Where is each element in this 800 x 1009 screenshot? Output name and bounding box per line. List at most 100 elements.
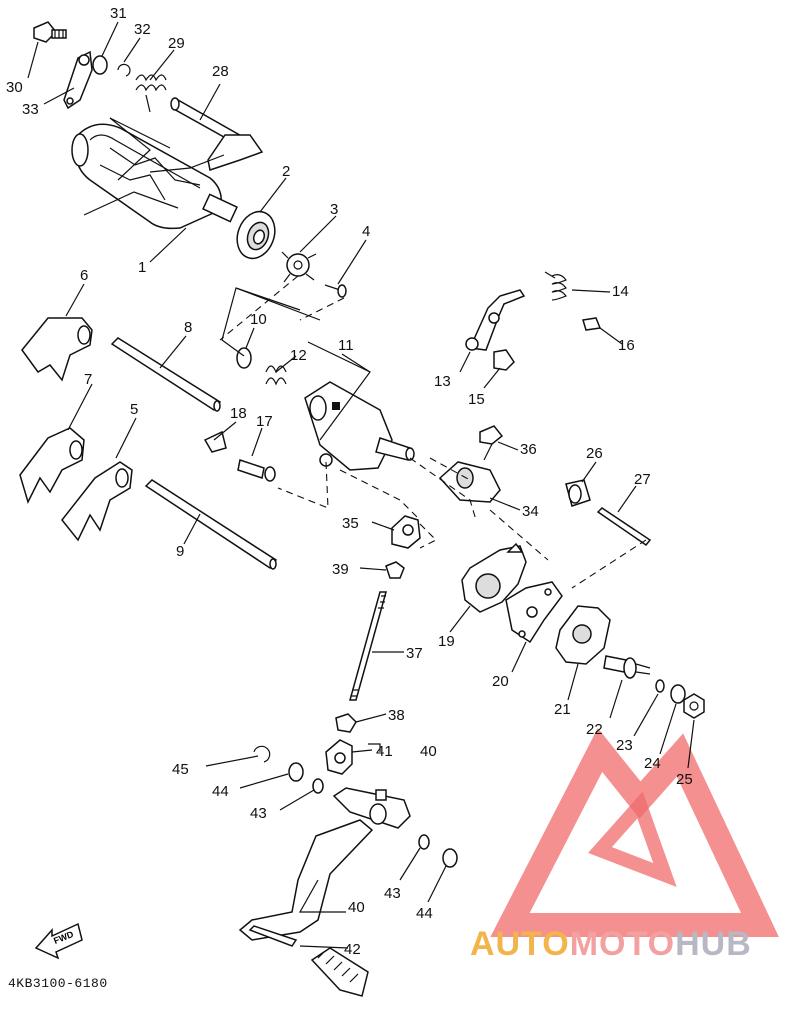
watermark-part-hub: HUB (675, 925, 752, 963)
rod-end-part (325, 739, 353, 775)
callout-6: 6 (80, 267, 88, 284)
callout-42: 42 (344, 941, 361, 958)
callout-15: 15 (468, 391, 485, 408)
clip-part (203, 430, 227, 453)
callout-23: 23 (616, 737, 633, 754)
callout-43-left: 43 (250, 805, 267, 822)
callout-40-lower: 40 (348, 899, 365, 916)
callout-13: 13 (434, 373, 451, 390)
washer-part (418, 834, 430, 850)
callout-19: 19 (438, 633, 455, 650)
washer-part (236, 347, 252, 369)
callout-25: 25 (676, 771, 693, 788)
callout-labels: 30 33 31 32 29 28 2 1 3 4 6 8 10 11 12 7… (6, 5, 693, 958)
stopper-lever-part (465, 289, 526, 351)
shift-pedal-part (238, 787, 411, 947)
pin-part (596, 507, 652, 547)
washer-part (288, 762, 304, 782)
nut-part (683, 693, 705, 719)
pedal-rubber-part (310, 947, 369, 997)
forward-arrow-icon: FWD (34, 922, 83, 960)
segment-part (281, 251, 317, 283)
callout-3: 3 (330, 201, 338, 218)
callout-29: 29 (168, 35, 185, 52)
callout-22: 22 (586, 721, 603, 738)
nut-part (385, 561, 405, 579)
stopper-bolt-part (237, 459, 276, 482)
callout-10: 10 (250, 311, 267, 328)
callout-9: 9 (176, 543, 184, 560)
washer-part (92, 55, 108, 75)
callout-44-right: 44 (416, 905, 433, 922)
pawl-plate-part (505, 581, 563, 644)
collar-part (565, 479, 591, 507)
callout-26: 26 (586, 445, 603, 462)
callout-14: 14 (612, 283, 629, 300)
callout-35: 35 (342, 515, 359, 532)
watermark-text: AUTOMOTOHUB (470, 925, 752, 964)
callout-32: 32 (134, 21, 151, 38)
callout-30: 30 (6, 79, 23, 96)
shift-lever-part (63, 50, 93, 110)
callout-20: 20 (492, 673, 509, 690)
nut-part (335, 713, 357, 733)
assembly-lines (219, 275, 647, 589)
shift-shaft-part (170, 97, 264, 171)
callout-11: 11 (338, 337, 354, 354)
screw-part (324, 284, 347, 298)
callout-12: 12 (290, 347, 307, 364)
shift-cam-part (461, 542, 527, 613)
callout-1: 1 (138, 259, 146, 276)
fork-guide-bar-part (144, 479, 278, 570)
callout-5: 5 (130, 401, 138, 418)
bolt-part (493, 349, 515, 371)
washer-part (442, 848, 458, 868)
circlip-part (253, 745, 271, 763)
callout-24: 24 (644, 755, 661, 772)
callout-41: 41 (376, 743, 393, 760)
shift-arm-part (304, 381, 415, 471)
washer-part (670, 684, 686, 704)
bolt-part (603, 655, 651, 679)
callout-8: 8 (184, 319, 192, 336)
callout-4: 4 (362, 223, 370, 240)
callout-39: 39 (332, 561, 349, 578)
shift-drum-part (71, 123, 238, 230)
spring-part (135, 74, 167, 113)
callout-37: 37 (406, 645, 423, 662)
shift-guide-part (438, 461, 501, 503)
fork-guide-bar-part (110, 337, 222, 412)
leader-lines (27, 21, 695, 949)
watermark-logo (490, 728, 779, 937)
callout-18: 18 (230, 405, 247, 422)
callout-34: 34 (522, 503, 539, 520)
callout-44-left: 44 (212, 783, 229, 800)
shift-fork-part (21, 317, 93, 382)
bolt-part (479, 425, 504, 461)
washer-part (312, 778, 324, 794)
callout-40-upper: 40 (420, 743, 437, 760)
callout-38: 38 (388, 707, 405, 724)
washer-part (655, 679, 665, 693)
rod-end-part (391, 515, 421, 549)
bolt-part (33, 21, 67, 43)
callout-36: 36 (520, 441, 537, 458)
callout-16: 16 (618, 337, 635, 354)
callout-2: 2 (282, 163, 290, 180)
callout-27: 27 (634, 471, 651, 488)
watermark-part-moto: MOTO (569, 925, 676, 963)
callout-33: 33 (22, 101, 39, 118)
shift-fork-part (61, 461, 133, 542)
stopper-spring-part (544, 271, 567, 301)
callout-31: 31 (110, 5, 127, 22)
callout-45: 45 (172, 761, 189, 778)
callout-7: 7 (84, 371, 92, 388)
callout-43-right: 43 (384, 885, 401, 902)
circlip-part (117, 63, 131, 77)
screw-part (582, 317, 602, 331)
watermark-part-auto: AUTO (470, 925, 570, 963)
bearing-part (236, 210, 276, 260)
part-code-label: 4KB3100-6180 (8, 976, 108, 991)
